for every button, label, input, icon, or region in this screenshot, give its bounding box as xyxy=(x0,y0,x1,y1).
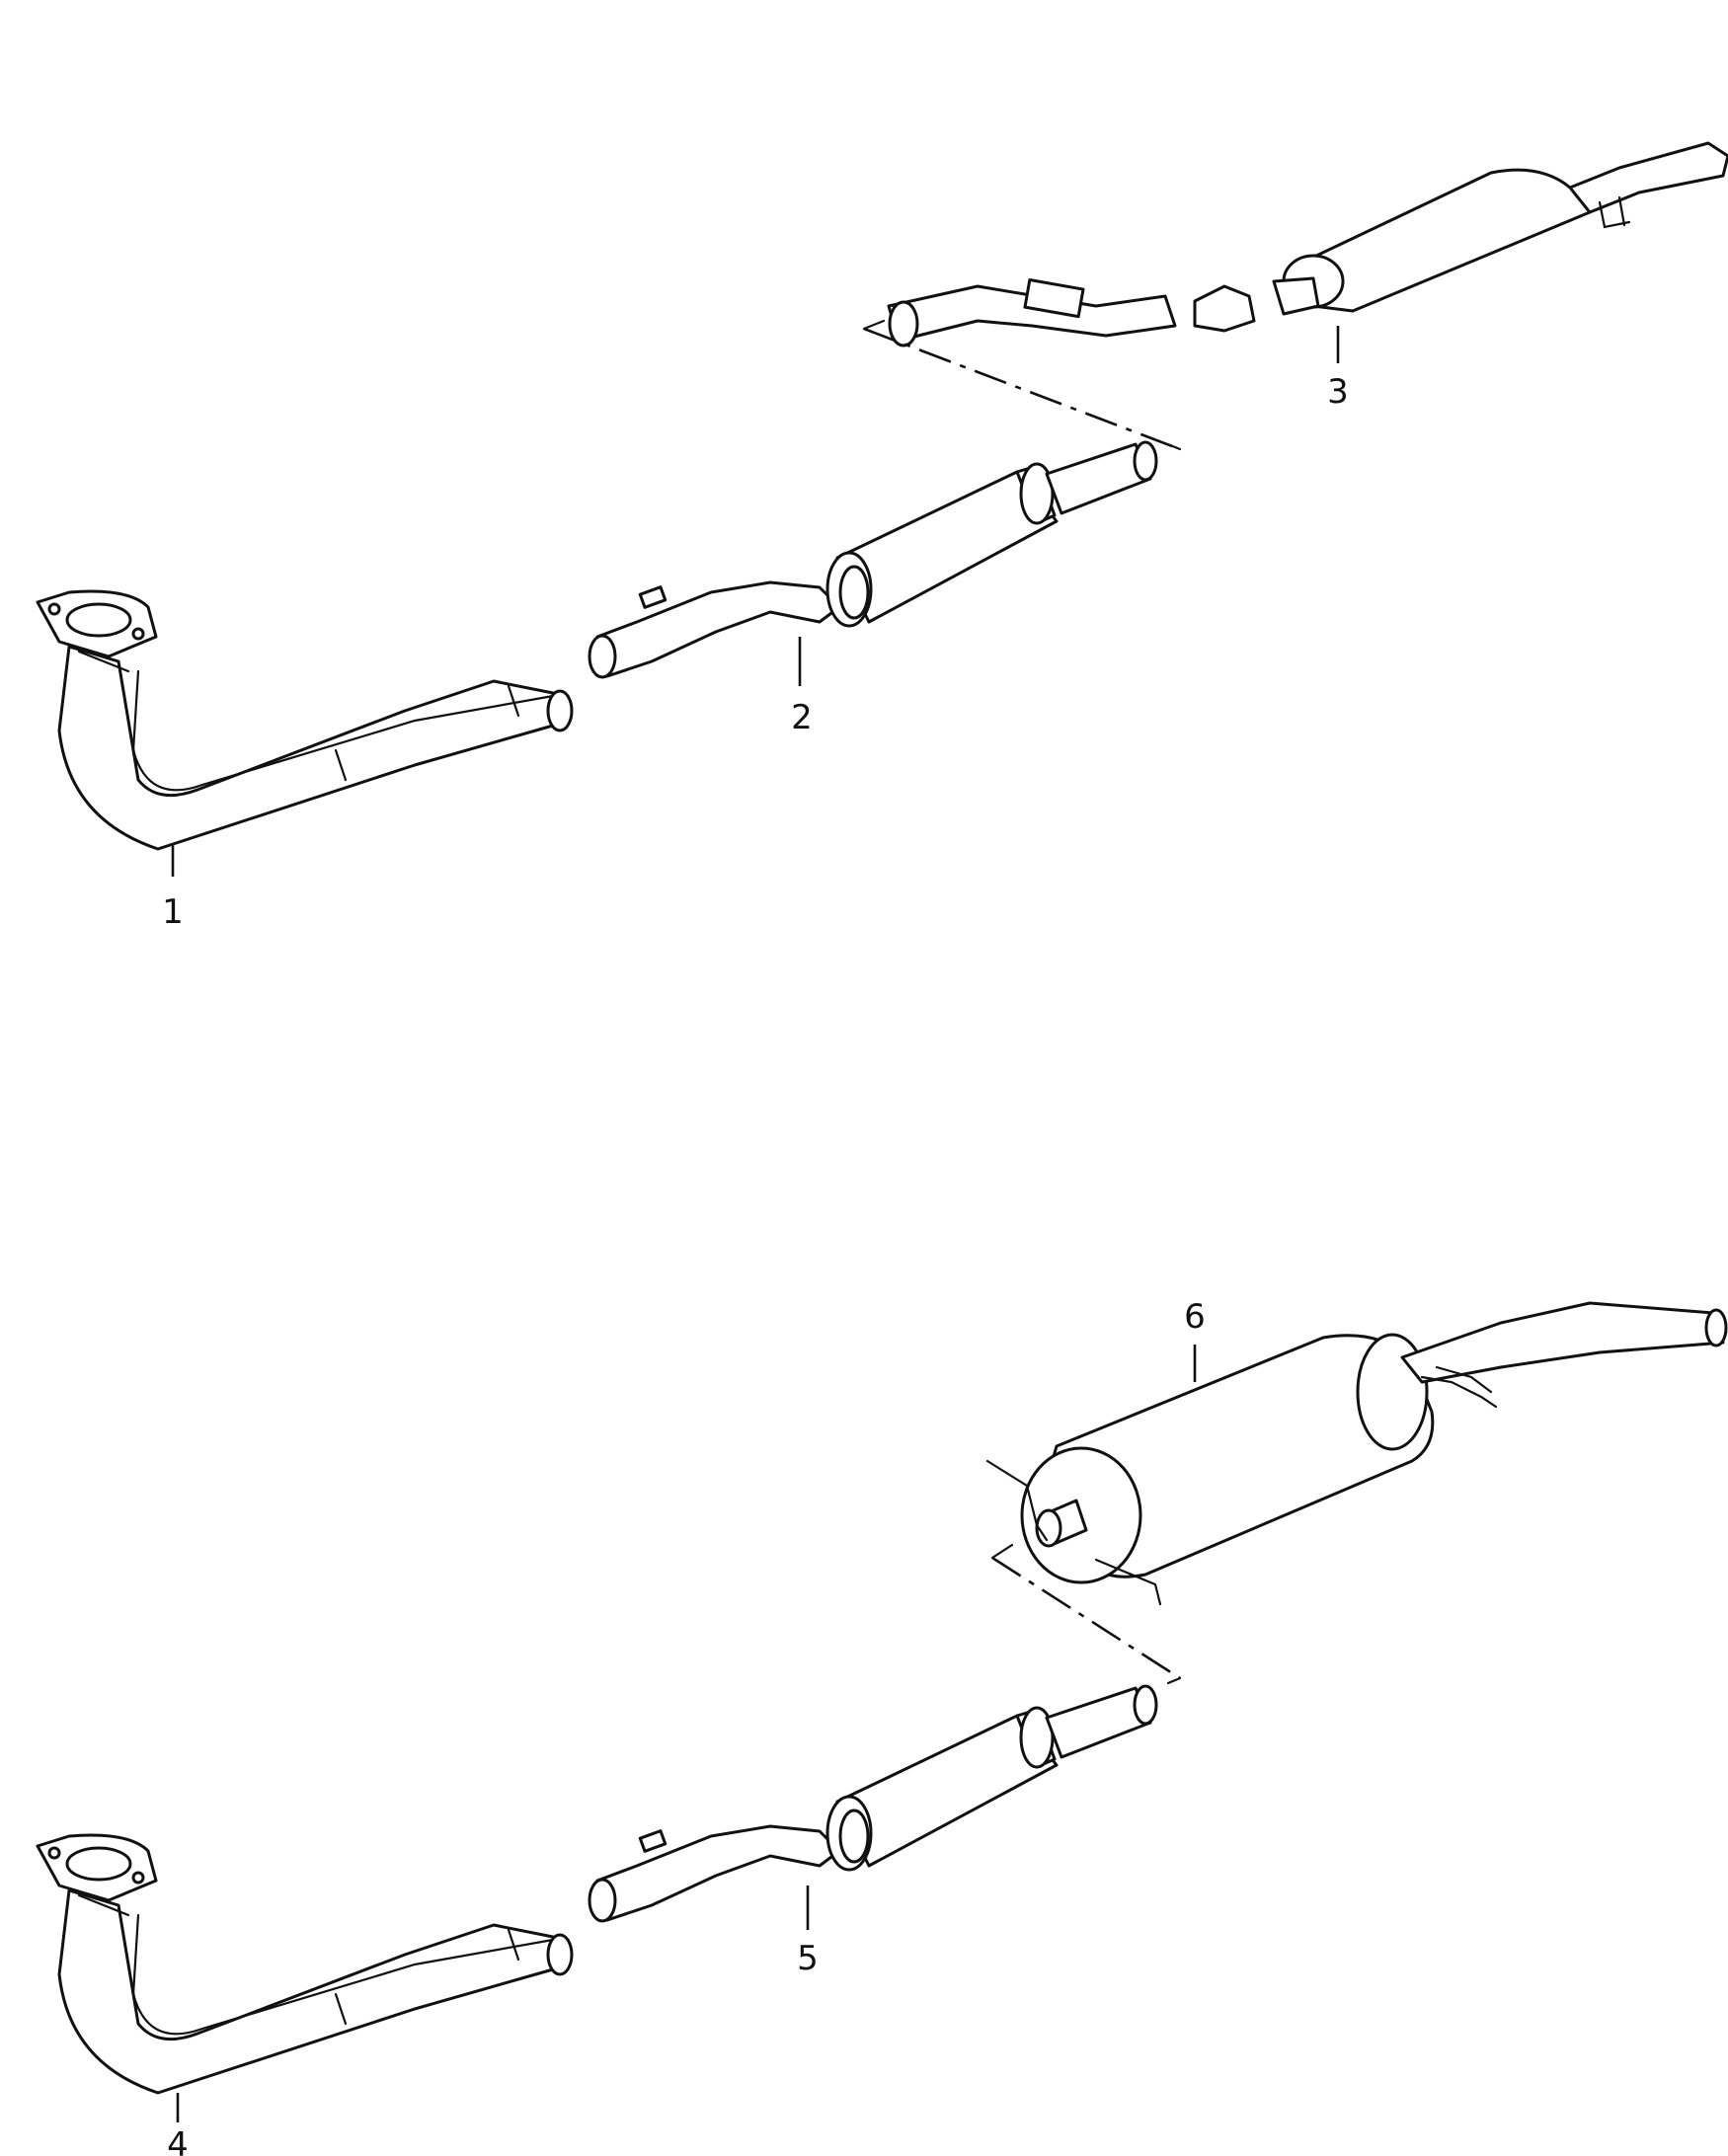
connector-line-upper xyxy=(863,327,1181,451)
lower-assembly: 4 5 6 xyxy=(36,1297,1728,2156)
callout-4: 4 xyxy=(167,2125,189,2156)
connector-tick-lower-right xyxy=(1166,1676,1182,1685)
rear-muffler-6 xyxy=(985,1301,1728,1606)
callout-1: 1 xyxy=(162,892,184,932)
center-muffler-5 xyxy=(588,1684,1158,1923)
connector-line-lower xyxy=(991,1556,1181,1680)
front-exhaust-pipe-1 xyxy=(36,589,574,851)
front-exhaust-pipe-4 xyxy=(36,1833,574,2095)
upper-assembly: 1 2 3 xyxy=(36,141,1728,932)
callout-2: 2 xyxy=(791,698,813,737)
callout-5: 5 xyxy=(797,1939,819,1978)
rear-muffler-3 xyxy=(887,141,1728,347)
center-muffler-2 xyxy=(588,440,1158,679)
connector-tick-lower-left xyxy=(990,1543,1014,1560)
connector-tick-upper-left xyxy=(862,319,886,331)
callout-3: 3 xyxy=(1327,372,1349,412)
callout-6: 6 xyxy=(1184,1297,1206,1337)
connector-tick-upper-right xyxy=(1168,443,1182,451)
